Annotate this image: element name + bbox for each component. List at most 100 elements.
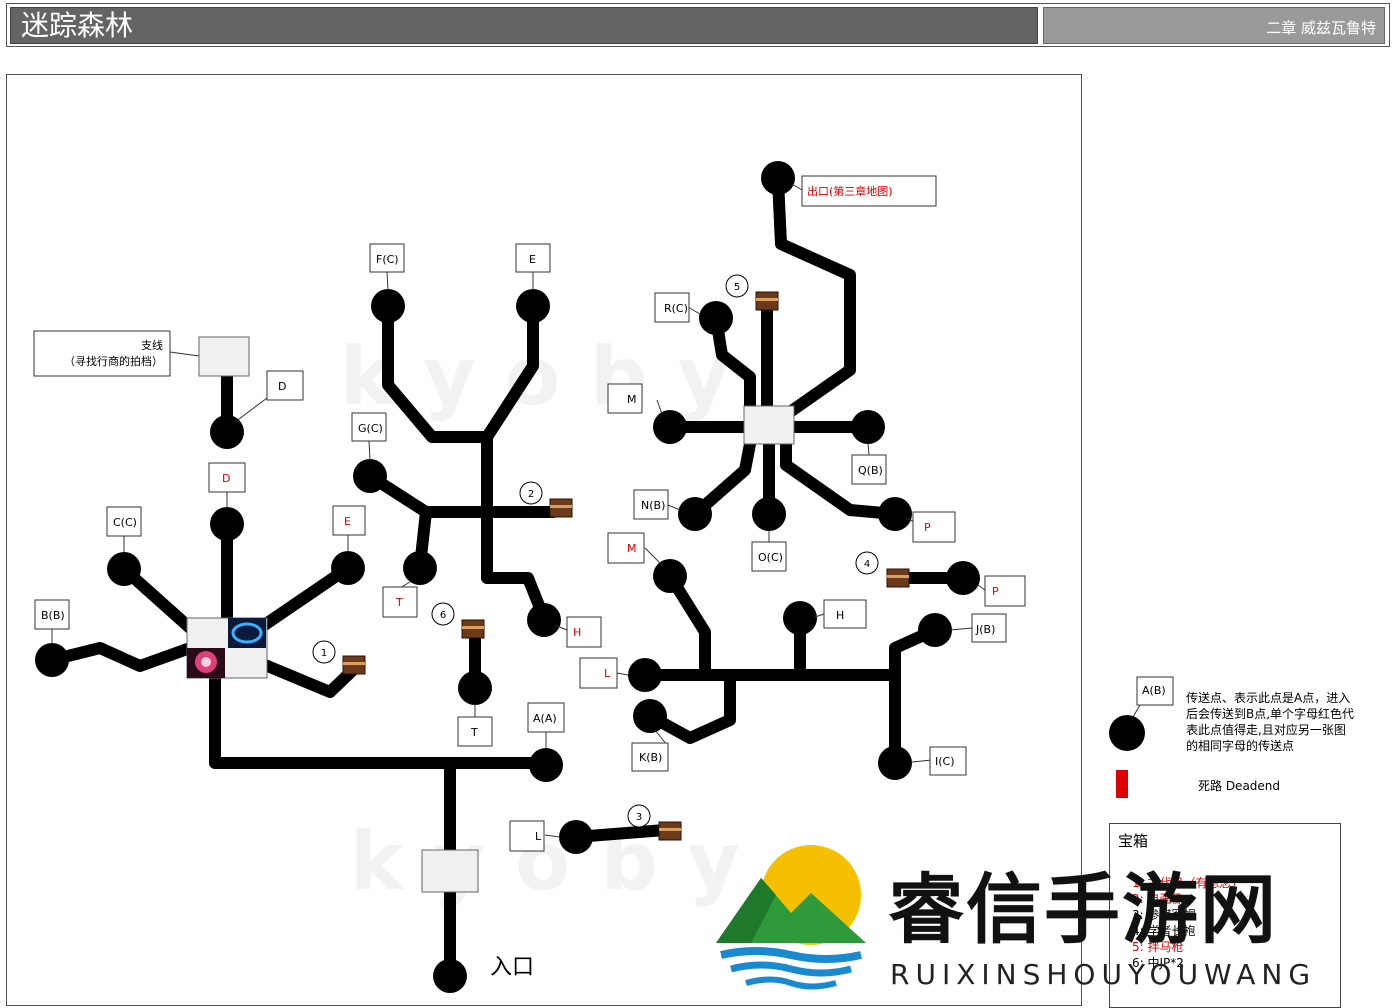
- chest-3: 3: [627, 804, 682, 841]
- legend-line: 传送点、表示此点是A点，进入: [1186, 691, 1351, 705]
- svg-text:3: 3: [636, 812, 642, 823]
- treasure-item: 1: 古代弓（有怨念）: [1132, 876, 1244, 890]
- map-node: [678, 497, 712, 531]
- chest-2: 2: [519, 481, 573, 518]
- treasure-item: 2: 自画像: [1132, 892, 1184, 906]
- node-label: C(C): [113, 516, 137, 529]
- chest-4: 4: [855, 551, 910, 588]
- map-node: [527, 603, 561, 637]
- site-logo: [716, 845, 866, 990]
- node-label: E: [344, 515, 351, 528]
- branch-label: 支线: [141, 338, 163, 352]
- node-label: B(B): [41, 609, 65, 622]
- node-label: M: [627, 393, 637, 406]
- node-label: H: [573, 626, 581, 639]
- map-node: [878, 497, 912, 531]
- map-node: [946, 561, 980, 595]
- node-label: Q(B): [858, 464, 883, 477]
- branch-sub-label: （寻找行商的拍档）: [64, 354, 163, 368]
- map-node: [210, 507, 244, 541]
- node-label: N(B): [641, 499, 665, 512]
- map-node: [628, 658, 662, 692]
- page-title: 迷踪森林: [21, 9, 134, 42]
- portal-orb-icon: [201, 657, 211, 667]
- legend-line: 的相同字母的传送点: [1186, 739, 1295, 753]
- node-label: R(C): [664, 302, 688, 315]
- chest-5: 5: [725, 274, 779, 311]
- map-node: [529, 748, 563, 782]
- svg-text:6: 6: [440, 610, 446, 621]
- hub-square: [743, 405, 795, 445]
- legend-node-label: A(B): [1142, 684, 1166, 697]
- map-node: [331, 551, 365, 585]
- svg-text:1: 1: [321, 648, 327, 659]
- map-node: [403, 551, 437, 585]
- map-node: [752, 497, 786, 531]
- exit-node: [761, 161, 795, 195]
- node-label: D: [278, 380, 286, 393]
- svg-text:2: 2: [528, 489, 534, 500]
- node-label: O(C): [758, 551, 783, 564]
- hub-square: [198, 336, 250, 377]
- map-node: [559, 820, 593, 854]
- legend-node: [1109, 715, 1145, 751]
- node-label: E: [529, 253, 536, 266]
- node-label: F(C): [376, 253, 399, 266]
- map-node: [918, 613, 952, 647]
- site-watermark-domain: RUIXINSHOUYOUWANG: [890, 958, 1317, 991]
- chapter-bar: 二章 威兹瓦鲁特: [1043, 7, 1385, 44]
- legend-description: 传送点、表示此点是A点，进入 后会传送到B点,单个字母红色代 表此点值得走,且对…: [1186, 690, 1354, 754]
- entrance-node: [433, 959, 467, 993]
- entrance-label: 入口: [490, 955, 534, 980]
- node-label: G(C): [358, 422, 383, 435]
- map-node: [35, 643, 69, 677]
- map-node: [851, 410, 885, 444]
- svg-text:4: 4: [864, 559, 870, 570]
- map-node: [516, 289, 550, 323]
- legend-line: 表此点值得走,且对应另一张图: [1186, 723, 1346, 737]
- node-label: D: [222, 472, 230, 485]
- node-label: I(C): [935, 755, 955, 768]
- header-frame: [6, 3, 1390, 47]
- node-label: P: [924, 521, 931, 534]
- map-node: [458, 671, 492, 705]
- node-label: M: [627, 542, 637, 555]
- node-label: H: [836, 609, 844, 622]
- treasure-list: 宝箱 1: 古代弓（有怨念） 2: 自画像 3: 参谋军帽 4: 学者长袍 5:…: [1109, 823, 1341, 1008]
- node-label: T: [470, 726, 478, 739]
- map-nodes: [35, 161, 980, 993]
- label-texts: 支线 （寻找行商的拍档） D C(C) D E B(B) F(C) E G(C)…: [41, 184, 1166, 843]
- leader-lines: [51, 183, 1141, 838]
- node-label: A(A): [533, 712, 557, 725]
- chest-markers: 1 2 3 4 5 6: [312, 274, 910, 841]
- title-bar: 迷踪森林: [10, 7, 1038, 44]
- map-node: [653, 410, 687, 444]
- hub-square: [421, 849, 479, 893]
- map-node: [633, 699, 667, 733]
- label-boxes: [33, 175, 1174, 852]
- chest-1: 1: [312, 640, 366, 675]
- node-label: T: [395, 596, 403, 609]
- treasure-item: 6: 中JP*2: [1132, 956, 1184, 970]
- map-node: [653, 559, 687, 593]
- treasure-item: 4: 学者长袍: [1132, 924, 1196, 938]
- map-node: [699, 301, 733, 335]
- map-node: [371, 289, 405, 323]
- treasure-item: 3: 参谋军帽: [1132, 908, 1196, 922]
- deadend-mark: [1116, 770, 1128, 798]
- svg-text:5: 5: [734, 282, 740, 293]
- node-label: L: [535, 830, 542, 843]
- deadend-label: 死路 Deadend: [1198, 779, 1281, 793]
- map-node: [107, 552, 141, 586]
- chapter-title: 二章 威兹瓦鲁特: [1266, 19, 1376, 37]
- node-label: J(B): [975, 623, 995, 636]
- node-label: P: [992, 585, 999, 598]
- chest-6: 6: [431, 602, 485, 639]
- map-node: [783, 601, 817, 635]
- map-node: [210, 415, 244, 449]
- map-node: [353, 459, 387, 493]
- site-watermark-name: 睿信手游网: [888, 865, 1278, 954]
- map-frame: [6, 74, 1082, 1006]
- portal-ring-icon: [231, 622, 263, 644]
